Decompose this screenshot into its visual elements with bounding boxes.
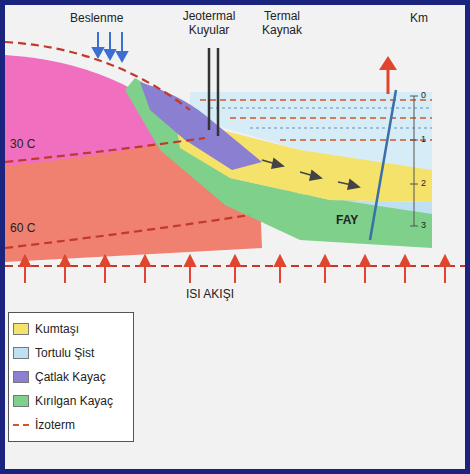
recharge-arrows (93, 32, 127, 61)
legend-text: Kırılgan Kayaç (35, 394, 113, 408)
spring-arrowhead (379, 56, 397, 70)
unit-label: Km (410, 12, 428, 26)
isotherm-label: 30 C (10, 138, 35, 152)
heat-flow-arrows (20, 256, 450, 283)
strata-lines (210, 108, 432, 128)
scale-number: 0 (421, 90, 426, 100)
fault-line (370, 90, 396, 240)
legend-text: Çatlak Kayaç (35, 370, 106, 384)
spring-flow (387, 66, 390, 94)
background (5, 5, 465, 469)
legend-swatch (13, 347, 29, 359)
legend-swatch (13, 323, 29, 335)
legend-text: Tortulu Şist (35, 346, 94, 360)
heat-flow-label: ISI AKIŞI (186, 288, 234, 302)
scale-number: 2 (421, 178, 426, 188)
isotherm-label: 60 C (10, 222, 35, 236)
layer-isotherms (200, 100, 432, 140)
brittle-rock (125, 78, 432, 248)
legend-swatch (13, 395, 29, 407)
legend-box: KumtaşıTortulu ŞistÇatlak KayaçKırılgan … (8, 312, 134, 442)
scale-number: 1 (421, 134, 426, 144)
legend-row: Çatlak Kayaç (13, 365, 129, 389)
depth-scale (410, 96, 418, 226)
isotherm-curves (5, 42, 465, 266)
recharge-label: Beslenme (70, 12, 123, 26)
wells (209, 48, 218, 136)
wells-label: Jeotermal Kuyular (178, 10, 240, 38)
legend-text: İzoterm (35, 418, 75, 432)
fractured-rock (140, 82, 262, 170)
legend-row: Kırılgan Kayaç (13, 389, 129, 413)
legend-row: Kumtaşı (13, 317, 129, 341)
flow-arrows (262, 159, 359, 189)
fault-label: FAY (336, 214, 358, 228)
legend-swatch (13, 371, 29, 383)
legend-text: Kumtaşı (35, 322, 79, 336)
legend-row: Tortulu Şist (13, 341, 129, 365)
legend-line-sample (13, 424, 29, 426)
spring-label: Termal Kaynak (252, 10, 312, 38)
scale-number: 3 (421, 220, 426, 230)
legend-row: İzoterm (13, 413, 129, 437)
